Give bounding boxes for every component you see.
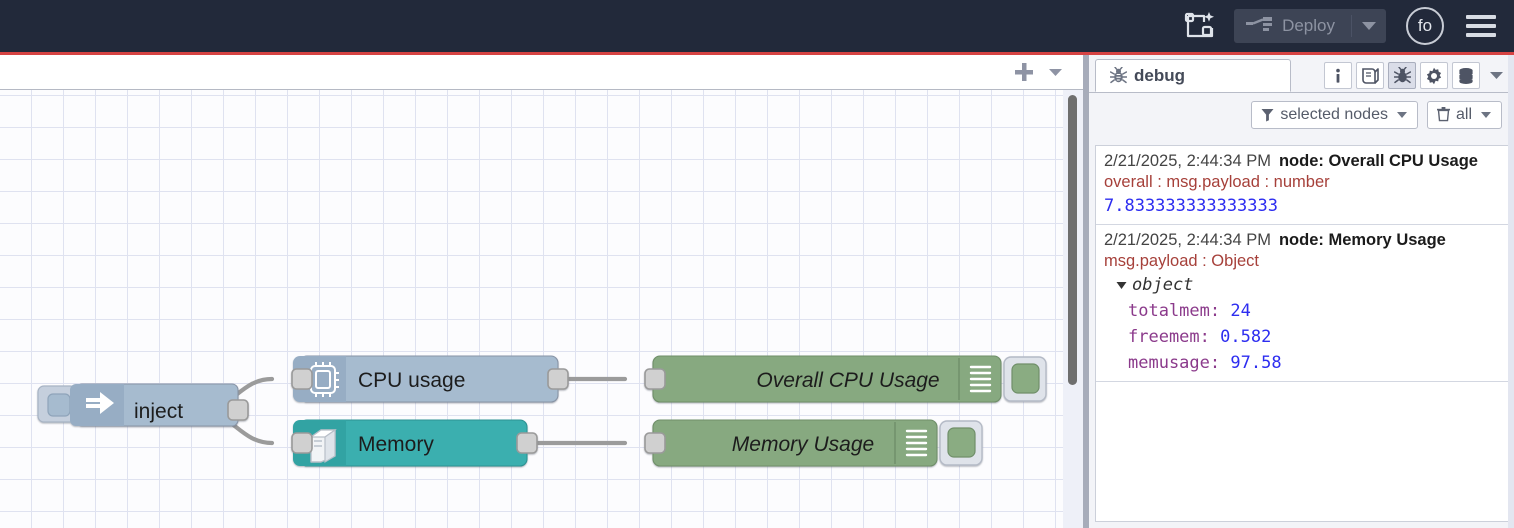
config-gear-icon[interactable]: [1420, 62, 1448, 89]
user-avatar[interactable]: fo: [1406, 7, 1444, 45]
debug-message[interactable]: 2/21/2025, 2:44:34 PM node: Overall CPU U…: [1096, 146, 1508, 225]
deploy-button[interactable]: Deploy: [1234, 9, 1386, 43]
debug-source-node: node: Memory Usage: [1279, 231, 1446, 249]
debug-memory-input-port[interactable]: [644, 432, 666, 454]
flow-graph: inject CPU usage: [37, 355, 1047, 467]
deploy-label: Deploy: [1282, 16, 1335, 35]
debug-clear-button[interactable]: all: [1426, 100, 1502, 129]
add-flow-caret-icon[interactable]: [1041, 57, 1069, 87]
chevron-down-icon: [1481, 111, 1491, 118]
server-box-icon: [309, 428, 337, 464]
cpu-input-port[interactable]: [291, 368, 313, 390]
debug-node-filter-label: selected nodes: [1280, 105, 1388, 123]
memory-node-label: Memory: [358, 433, 434, 456]
inject-node-label: inject: [134, 400, 183, 423]
unsaved-changes-indicator: [0, 52, 1514, 55]
flow-canvas[interactable]: inject CPU usage: [0, 90, 1083, 528]
caret-down-icon: [1116, 281, 1127, 289]
debug-source-node: node: Overall CPU Usage: [1279, 152, 1478, 170]
debug-filter-row: selected nodes all: [1089, 93, 1514, 136]
debug-lines-icon: [969, 365, 992, 393]
debug-node-name: Memory Usage: [1328, 231, 1446, 249]
avatar-initials: fo: [1417, 16, 1433, 35]
debug-memory-node-label: Memory Usage: [732, 433, 874, 456]
deploy-divider: [1351, 15, 1352, 37]
debug-timestamp: 2/21/2025, 2:44:34 PM: [1104, 231, 1271, 249]
tab-debug[interactable]: debug: [1095, 59, 1291, 92]
hamburger-bar: [1466, 15, 1496, 19]
debug-value: 7.833333333333333: [1104, 196, 1278, 216]
node-memory-usage[interactable]: Memory Usage: [644, 419, 983, 467]
node-memory[interactable]: Memory: [291, 419, 538, 467]
sidebar-scrollbar[interactable]: [1508, 55, 1514, 528]
deploy-glyph-icon: [1246, 17, 1273, 31]
memory-input-port[interactable]: [291, 432, 313, 454]
deploy-button-main[interactable]: Deploy: [1234, 9, 1351, 43]
debug-node-filter-button[interactable]: selected nodes: [1251, 100, 1418, 129]
flow-tab-bar: [0, 55, 1083, 90]
arrow-right-icon: [86, 392, 114, 414]
debug-property-path: overall : msg.payload : number: [1104, 173, 1330, 191]
debug-timestamp: 2/21/2025, 2:44:34 PM: [1104, 152, 1271, 170]
debug-message-header: 2/21/2025, 2:44:34 PM node: Memory Usage: [1104, 231, 1500, 250]
app-header: Deploy fo: [0, 0, 1514, 52]
debug-memory-toggle-indicator[interactable]: [947, 427, 976, 458]
sidebar-tool-buttons: [1324, 62, 1508, 89]
ai-flow-generate-icon[interactable]: [1180, 8, 1220, 44]
debug-node-name: Overall CPU Usage: [1328, 152, 1478, 170]
chevron-down-icon: [1396, 111, 1407, 118]
context-data-icon[interactable]: [1452, 62, 1480, 89]
debug-object-label: object: [1132, 275, 1194, 295]
debug-property-key: totalmem: [1128, 301, 1210, 321]
add-flow-button[interactable]: [1007, 57, 1041, 87]
sidebar-tab-row: debug: [1089, 55, 1514, 93]
debug-property-value: 97.58: [1230, 353, 1282, 373]
sidebar-panel: debug: [1089, 55, 1514, 528]
tab-debug-label: debug: [1134, 65, 1185, 85]
bug-icon: [1110, 67, 1127, 84]
memory-output-port[interactable]: [516, 432, 538, 454]
panel-divider[interactable]: [1083, 55, 1089, 528]
debug-cpu-input-port[interactable]: [644, 368, 666, 390]
debug-property-key: freemem: [1128, 327, 1200, 347]
funnel-icon: [1261, 108, 1274, 121]
debug-message-list[interactable]: 2/21/2025, 2:44:34 PM node: Overall CPU U…: [1095, 145, 1509, 522]
debug-object-property: memusage: 97.58: [1128, 353, 1282, 373]
cpu-icon-tray: [293, 356, 346, 402]
debug-property-value: 0.582: [1220, 327, 1272, 347]
debug-cpu-node-label: Overall CPU Usage: [756, 369, 939, 392]
cpu-node-label: CPU usage: [358, 369, 465, 392]
node-overall-cpu-usage[interactable]: Overall CPU Usage: [644, 355, 1047, 403]
debug-message-header: 2/21/2025, 2:44:34 PM node: Overall CPU U…: [1104, 152, 1500, 171]
debug-lines-icon: [905, 429, 928, 457]
debug-node-prefix: node:: [1278, 152, 1329, 170]
node-inject[interactable]: inject: [37, 383, 249, 427]
hamburger-bar: [1466, 33, 1496, 37]
debug-node-prefix: node:: [1278, 231, 1329, 249]
canvas-scrollbar-thumb[interactable]: [1068, 95, 1077, 385]
debug-object-expander[interactable]: object: [1116, 275, 1500, 295]
inject-trigger-button-inner[interactable]: [47, 393, 71, 417]
trash-icon: [1436, 107, 1450, 122]
debug-property-key: memusage: [1128, 353, 1210, 373]
sidebar-more-caret-icon[interactable]: [1484, 62, 1508, 89]
debug-cpu-toggle-indicator[interactable]: [1011, 363, 1040, 394]
hamburger-menu-icon[interactable]: [1466, 11, 1496, 41]
debug-object-property: totalmem: 24: [1128, 301, 1251, 321]
hamburger-bar: [1466, 24, 1496, 28]
help-book-icon[interactable]: [1356, 62, 1384, 89]
debug-bug-icon[interactable]: [1388, 62, 1416, 89]
inject-output-port[interactable]: [227, 399, 249, 421]
deploy-dropdown-caret-icon[interactable]: [1352, 9, 1386, 43]
info-icon[interactable]: [1324, 62, 1352, 89]
debug-property-path: msg.payload : Object: [1104, 252, 1259, 270]
node-cpu-usage[interactable]: CPU usage: [291, 355, 569, 403]
cpu-output-port[interactable]: [547, 368, 569, 390]
debug-object-property: freemem: 0.582: [1128, 327, 1272, 347]
debug-clear-label: all: [1455, 105, 1472, 123]
debug-property-value: 24: [1230, 301, 1251, 321]
